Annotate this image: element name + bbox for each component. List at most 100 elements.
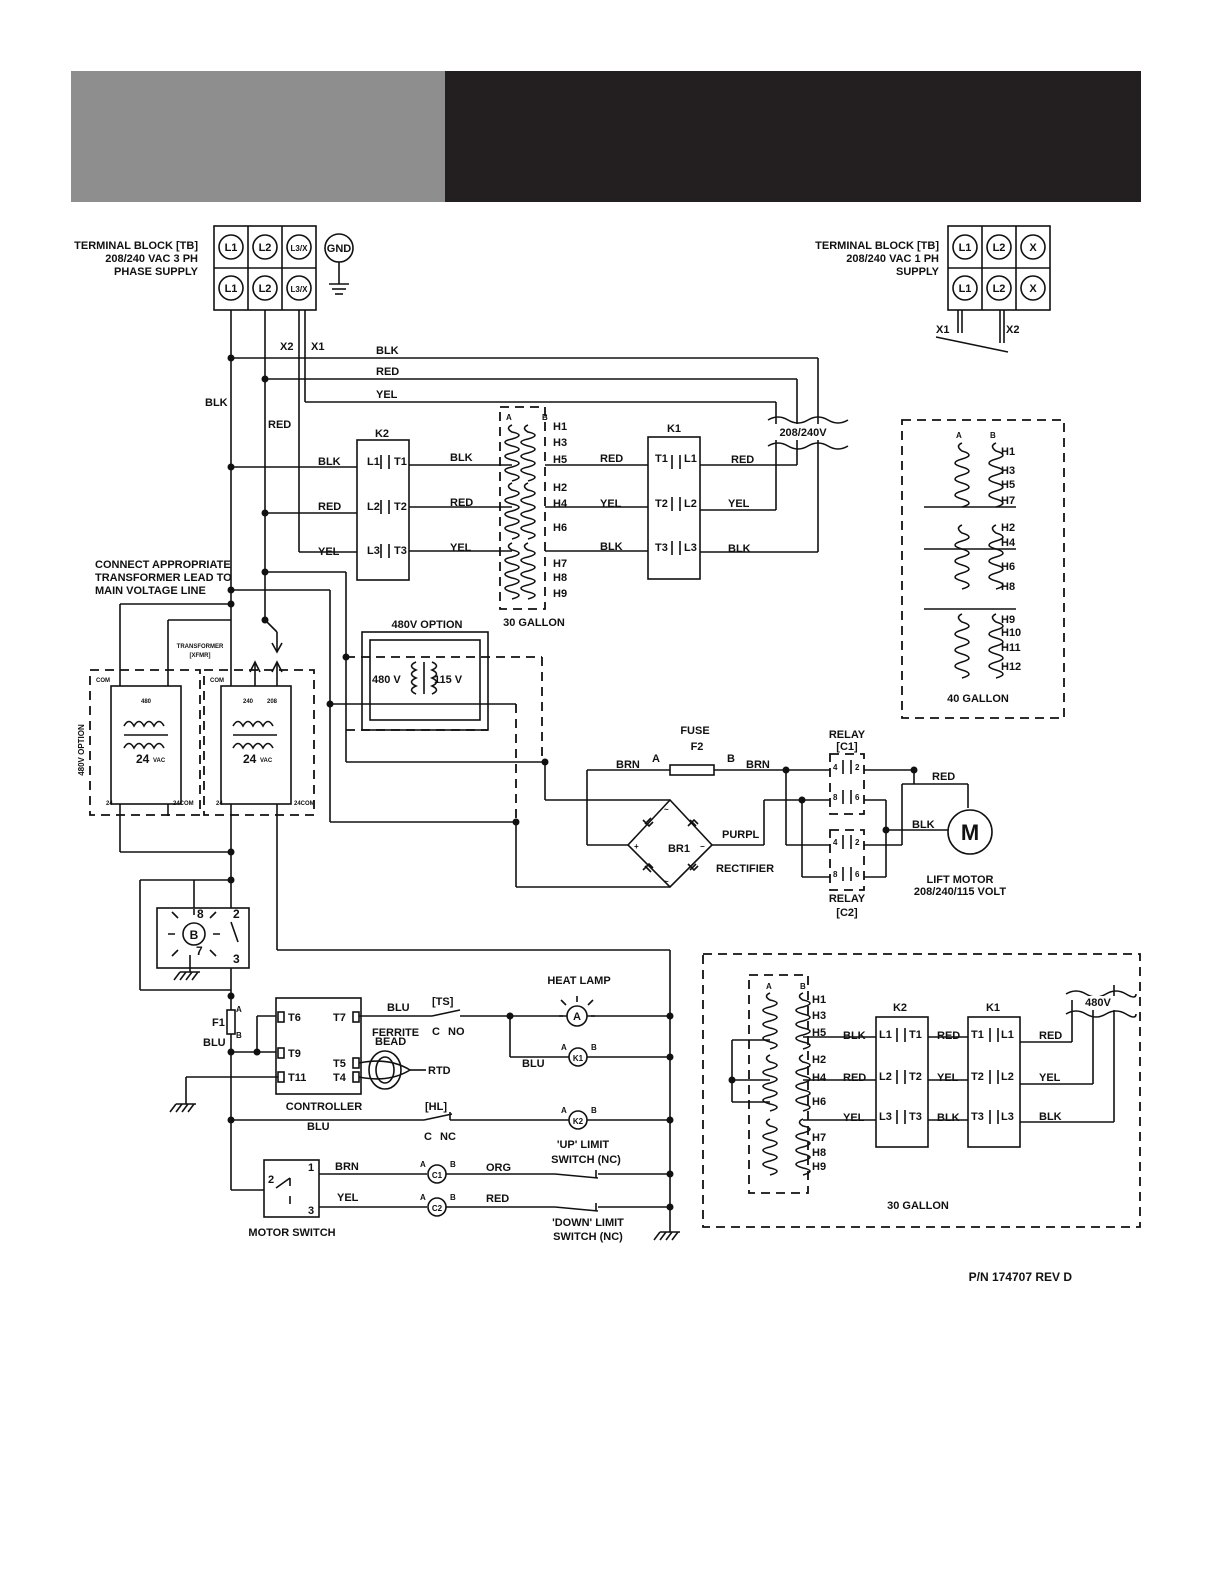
heater40-a: A <box>956 431 962 440</box>
heater30-h7: H7 <box>553 558 567 570</box>
connect-note: CONNECT APPROPRIATE TRANSFORMER LEAD TO … <box>95 559 232 597</box>
relay-c2-pin8: 8 <box>833 870 838 879</box>
p480-k1: K1 <box>986 1002 1000 1014</box>
c2-row-yel: YEL <box>337 1192 359 1204</box>
controller-t9: T9 <box>288 1048 301 1060</box>
tb1-title-1: TERMINAL BLOCK [TB] <box>815 240 939 252</box>
tb1-bot-l2: L2 <box>993 283 1006 295</box>
heater30-h1: H1 <box>553 421 567 433</box>
p480-caption: 30 GALLON <box>887 1200 949 1212</box>
fuse-b: B <box>727 753 735 765</box>
hl-nc: NC <box>440 1131 456 1143</box>
k2-out-blk: BLK <box>450 452 473 464</box>
tb3-bot-l2: L2 <box>259 283 272 295</box>
p480-k1-l2: L2 <box>1001 1071 1014 1083</box>
motor-red: RED <box>932 771 955 783</box>
f1-name: F1 <box>212 1017 225 1029</box>
wire-blk-v: BLK <box>205 397 228 409</box>
f1-blu: BLU <box>203 1037 226 1049</box>
heater40-h8: H8 <box>1001 581 1015 593</box>
br1-minus: − <box>700 842 705 851</box>
tb3-title-3: PHASE SUPPLY <box>114 266 199 278</box>
tb1-bot-l1: L1 <box>959 283 972 295</box>
hl-label: [HL] <box>425 1101 447 1113</box>
tb3-top-l2: L2 <box>259 242 272 254</box>
heater40-h9: H9 <box>1001 614 1015 626</box>
p480-k1-t1: T1 <box>971 1029 984 1041</box>
controller-t5: T5 <box>333 1058 346 1070</box>
xfmr-br: 24COM <box>294 801 315 807</box>
heater-30-gallon-upper: A B H1 H3 H5 H2 H4 H6 H7 H8 H9 30 GALLON <box>499 406 568 629</box>
connect-note-3: MAIN VOLTAGE LINE <box>95 585 206 597</box>
p480-in-yel: YEL <box>843 1112 865 1124</box>
motor-switch-pin3: 3 <box>308 1205 314 1217</box>
relay-c1-pin6: 6 <box>855 793 860 802</box>
k2-t3: T3 <box>394 545 407 557</box>
header-gray-band <box>71 71 445 202</box>
rectifier-name: BR1 <box>668 843 690 855</box>
k1-out-red: RED <box>731 454 754 466</box>
heater40-h3: H3 <box>1001 465 1015 477</box>
wire-red-v: RED <box>268 419 291 431</box>
controller-t11: T11 <box>288 1072 306 1084</box>
motor-label-1: LIFT MOTOR <box>926 874 993 886</box>
c2-row-red: RED <box>486 1193 509 1205</box>
down-limit-2: SWITCH (NC) <box>553 1231 623 1243</box>
ferrite-2: BEAD <box>375 1036 406 1048</box>
tb1-top-l2: L2 <box>993 242 1006 254</box>
wire-x1: X1 <box>311 341 324 353</box>
buzzer-pin2: 2 <box>233 907 240 921</box>
p480-mid-blk: BLK <box>937 1112 960 1124</box>
p480-k2-t1: T1 <box>909 1029 922 1041</box>
p480-h1: H1 <box>812 994 826 1006</box>
p480-k2-l3: L3 <box>879 1111 892 1123</box>
tb1-title-2: 208/240 VAC 1 PH <box>846 253 939 265</box>
p480-k1-l3: L3 <box>1001 1111 1014 1123</box>
opt480x-title: 480V OPTION <box>392 619 463 631</box>
relay-c2-pin2: 2 <box>855 838 860 847</box>
relay-c1-label-2: [C1] <box>836 741 858 753</box>
p480-h7: H7 <box>812 1132 826 1144</box>
up-limit-2: SWITCH (NC) <box>551 1154 621 1166</box>
p480-k2-t3: T3 <box>909 1111 922 1123</box>
k2-out-red: RED <box>450 497 473 509</box>
k1-t3: T3 <box>655 542 668 554</box>
xfmr-secondary: 24 <box>243 752 257 766</box>
p480-h5: H5 <box>812 1027 826 1039</box>
k2-t2: T2 <box>394 501 407 513</box>
connect-note-1: CONNECT APPROPRIATE <box>95 559 231 571</box>
p480-heater-b: B <box>800 982 806 991</box>
k2-in-yel: YEL <box>318 546 340 558</box>
hl-c: C <box>424 1131 432 1143</box>
k1-coil-blu: BLU <box>522 1058 545 1070</box>
controller-t4: T4 <box>333 1072 347 1084</box>
br1-plus: + <box>634 842 639 851</box>
c1-coil-a: A <box>420 1160 426 1169</box>
control-circuit: F1 A B BLU T6 T9 T11 T7 T5 T4 CONTROLLER… <box>169 950 681 1243</box>
header-dark-band <box>445 71 1141 202</box>
heater30-h2: H2 <box>553 482 567 494</box>
tb3-bot-l3: L3/X <box>291 285 309 294</box>
part-number: P/N 174707 REV D <box>969 1270 1073 1284</box>
p480-mid-yel: YEL <box>937 1072 959 1084</box>
rectifier-label: RECTIFIER <box>716 863 774 875</box>
heat-lamp-symbol: A <box>573 1011 581 1023</box>
relay-c1-pin4: 4 <box>833 763 838 772</box>
connect-note-2: TRANSFORMER LEAD TO <box>95 572 232 584</box>
opt480-bl: 24 <box>106 801 113 807</box>
buzzer-pin7: 7 <box>196 944 203 958</box>
heater40-h10: H10 <box>1001 627 1021 639</box>
fuse-label-1: FUSE <box>680 725 709 737</box>
heater30-h4: H4 <box>553 498 568 510</box>
heater40-h7: H7 <box>1001 495 1015 507</box>
heat-lamp-label: HEAT LAMP <box>547 975 610 987</box>
motor-switch-pin1: 1 <box>308 1162 314 1174</box>
heater-40-gallon: A B H1 H3 H5 H7 H2 H4 H6 H8 H9 H10 H11 H… <box>901 419 1065 719</box>
opt480-br: 24COM <box>173 801 194 807</box>
relay-c1-pin8: 8 <box>833 793 838 802</box>
opt480-side-label: 480V OPTION <box>77 724 86 776</box>
p480-k1-l1: L1 <box>1001 1029 1014 1041</box>
ferrite-1: FERRITE <box>372 1027 419 1039</box>
wire-red-top: RED <box>376 366 399 378</box>
f1-a: A <box>236 1005 242 1014</box>
